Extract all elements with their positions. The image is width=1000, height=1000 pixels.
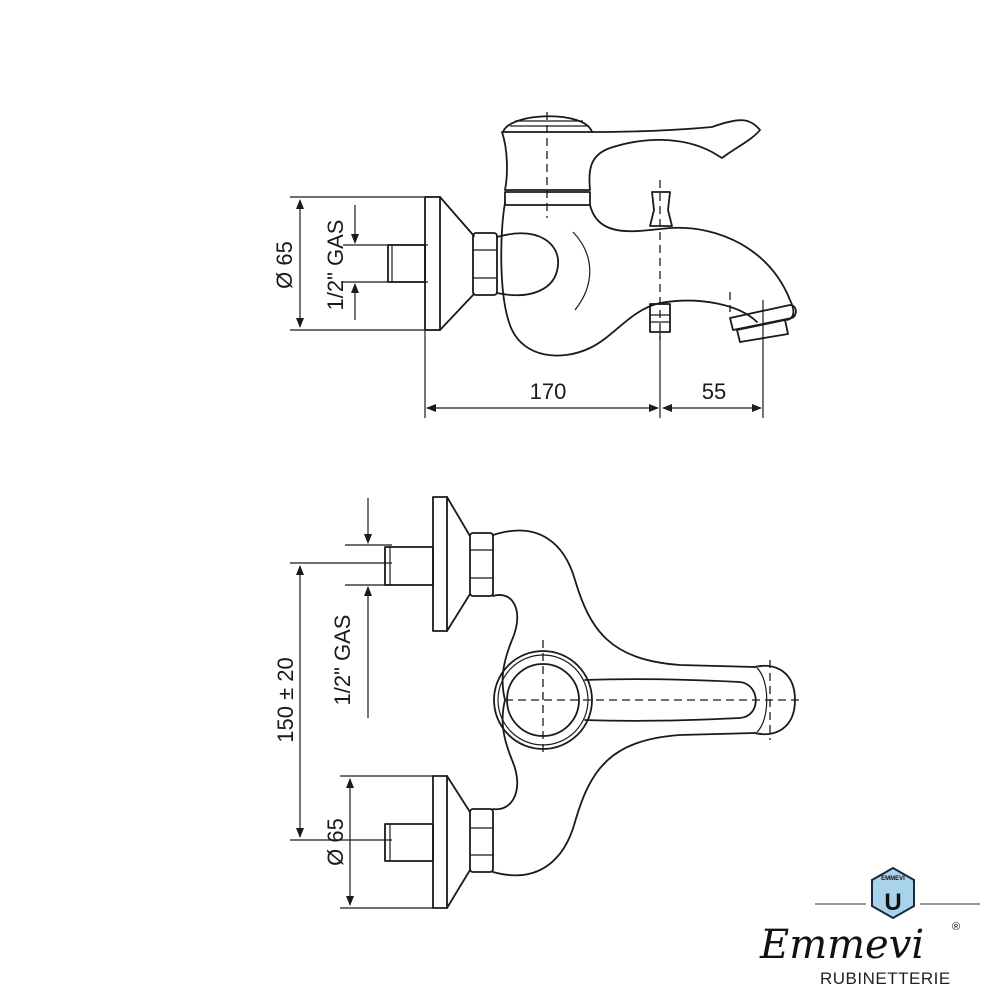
front-view: 1/2" GAS 150 ± 20 Ø 65 [273, 496, 800, 909]
dimension-flange-diameter-front: Ø 65 [323, 775, 433, 909]
upper-inlet [384, 496, 494, 632]
mixer-body-front [492, 529, 800, 877]
logo-brand: Emmevi [759, 922, 924, 968]
label-thread-front: 1/2" GAS [330, 615, 355, 706]
dimension-thread-front: 1/2" GAS [330, 498, 392, 718]
logo-badge-text: EMMEVI [881, 876, 905, 882]
dimension-horizontal-side: 170 55 [424, 300, 764, 418]
dimension-flange-diameter-side: Ø 65 [272, 196, 440, 331]
dimension-thread-side: 1/2" GAS [323, 205, 428, 320]
lower-inlet [384, 775, 494, 909]
dimension-center-distance: 150 ± 20 [273, 562, 392, 841]
label-thread-side: 1/2" GAS [323, 220, 348, 311]
label-spout-55: 55 [702, 379, 726, 404]
side-view: Ø 65 1/2" GAS [272, 112, 797, 418]
logo-subtitle: RUBINETTERIE [820, 969, 951, 988]
label-flange-diameter-front: Ø 65 [323, 818, 348, 866]
logo-badge-letter: U [884, 889, 901, 916]
label-flange-diameter-side: Ø 65 [272, 241, 297, 289]
emmevi-logo: EMMEVI U Emmevi ® RUBINETTERIE [759, 866, 980, 988]
wall-flange-side [387, 196, 475, 331]
hex-nut-side [472, 232, 498, 296]
label-depth-170: 170 [530, 379, 567, 404]
label-center-distance: 150 ± 20 [273, 657, 298, 742]
logo-registered: ® [952, 921, 960, 933]
logo-badge-icon [871, 866, 915, 920]
mixer-body-side [496, 115, 797, 357]
